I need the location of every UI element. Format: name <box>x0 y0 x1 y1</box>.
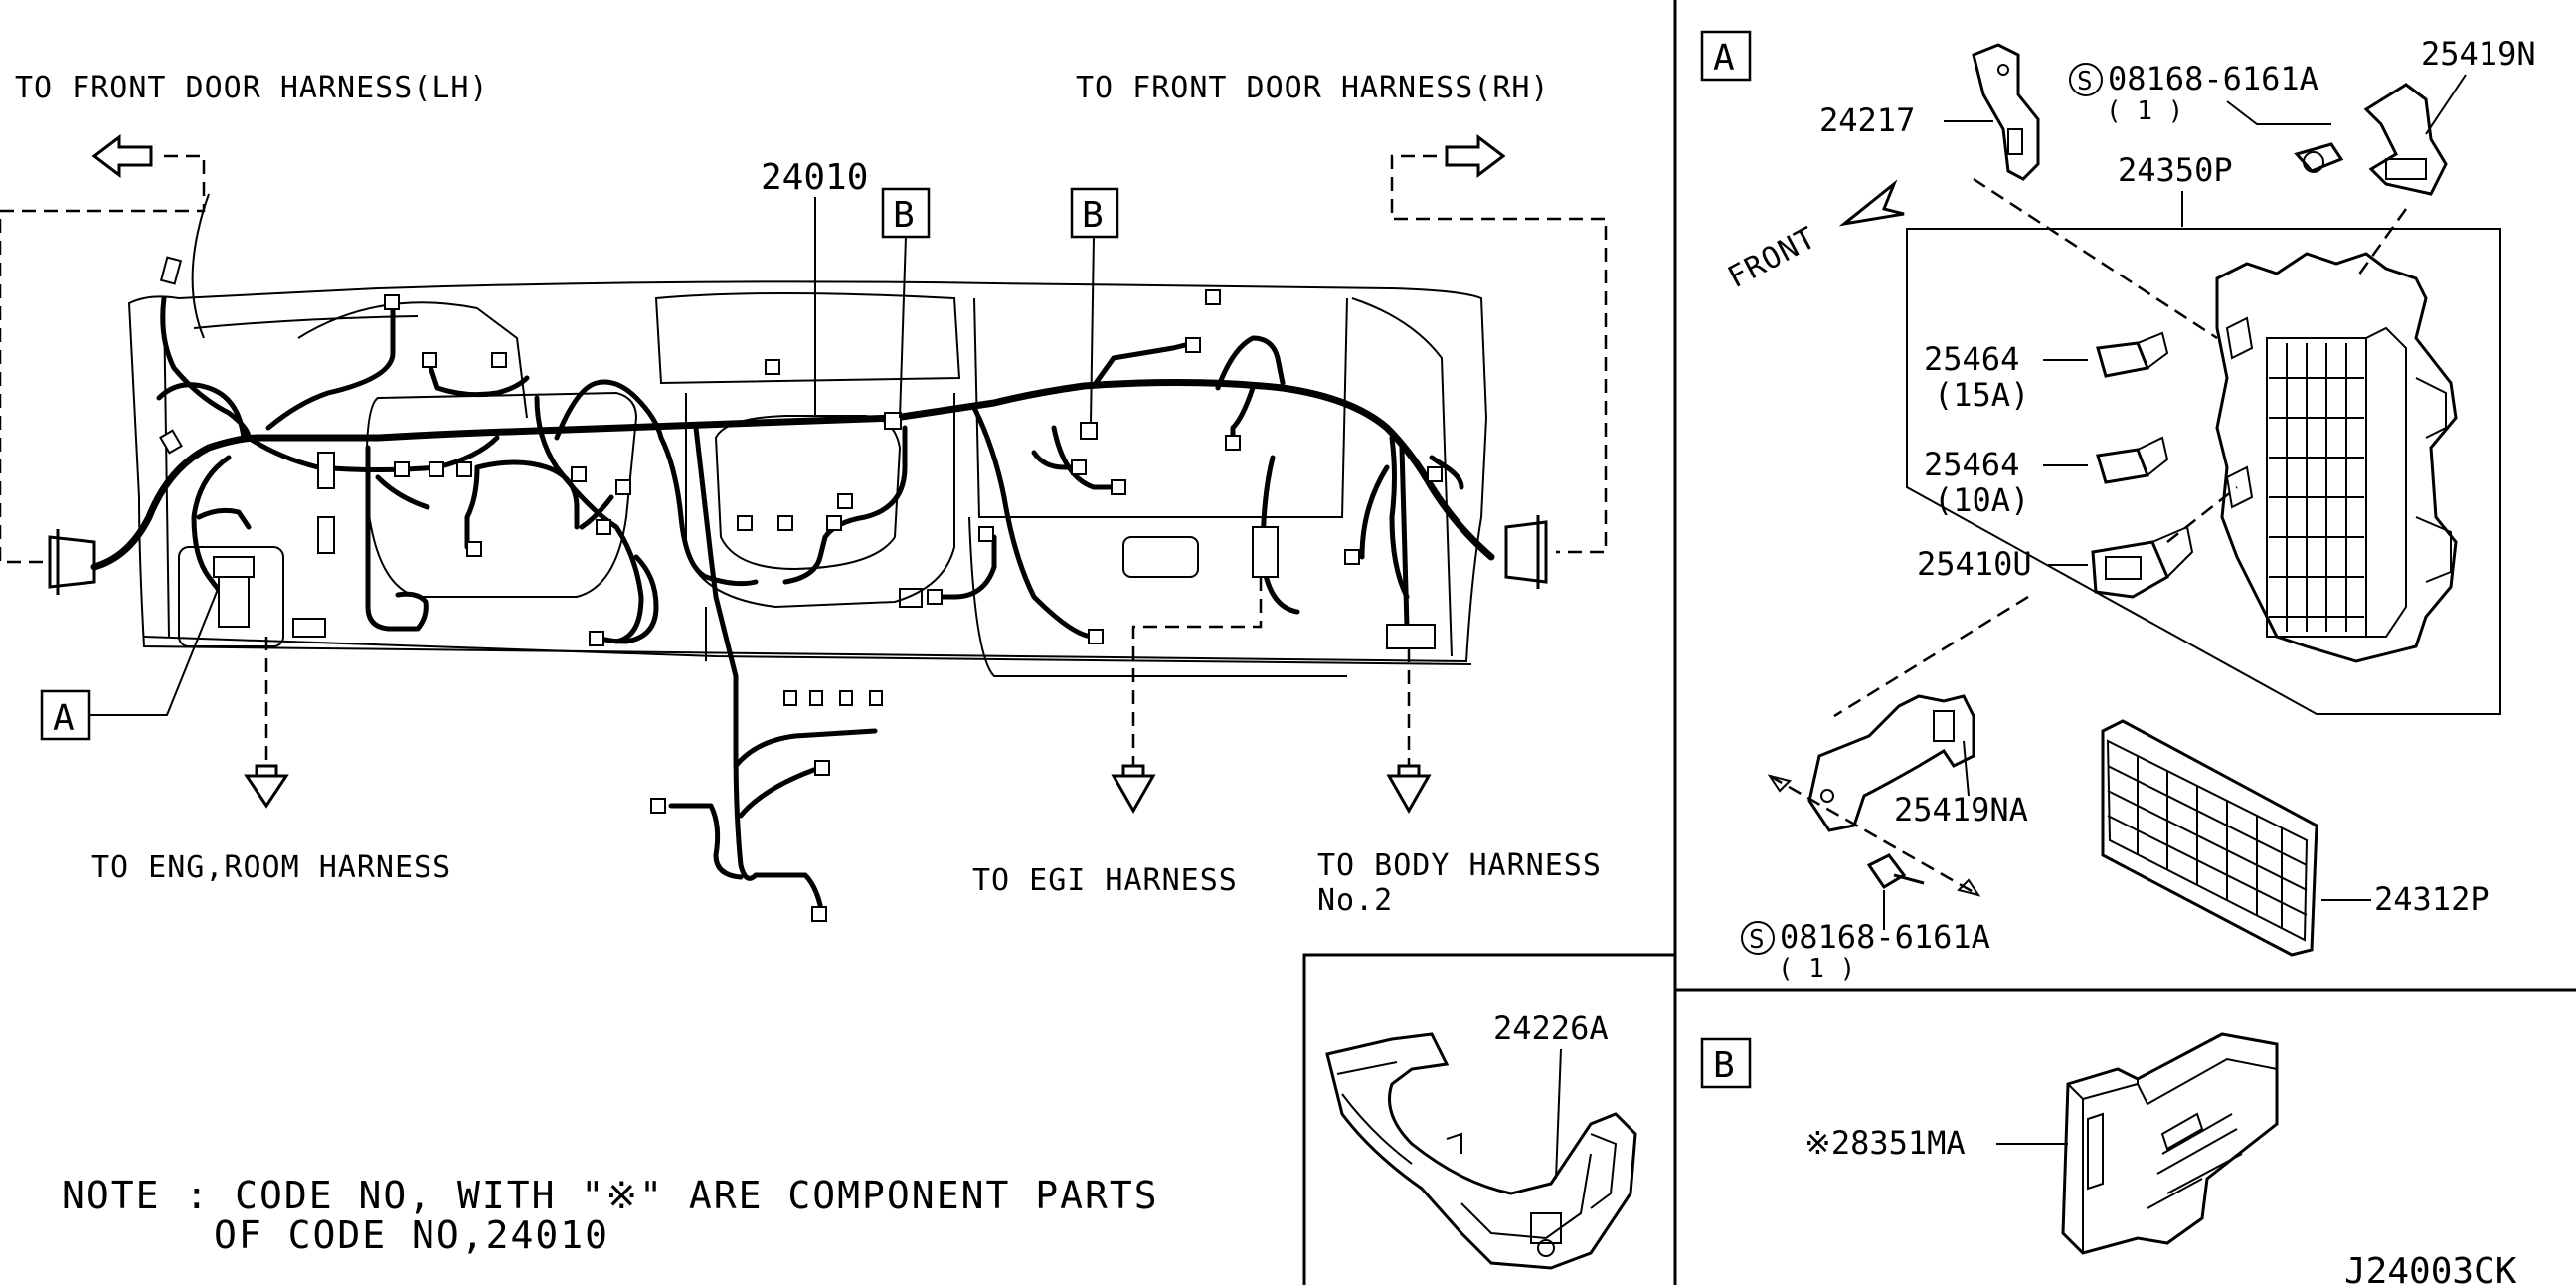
callout-a: A <box>40 586 220 741</box>
callout-b-right: B <box>1070 187 1119 424</box>
relay-28351MA <box>2061 1032 2279 1255</box>
bolt-top-symbol: S <box>2077 67 2093 96</box>
label-24217: 24217 <box>1819 101 1915 139</box>
label-eng-room: TO ENG,ROOM HARNESS <box>91 850 451 885</box>
label-body-harness: TO BODY HARNESS <box>1317 848 1602 883</box>
label-25419N: 25419N <box>2421 35 2536 73</box>
rh-door-connector <box>1504 515 1548 589</box>
note-line-2: OF CODE NO,24010 <box>214 1213 609 1257</box>
label-bolt-bottom-qty: ( 1 ) <box>1778 954 1855 984</box>
label-24010: 24010 <box>761 157 868 198</box>
instrument-panel-outline <box>127 193 1488 677</box>
detail-b-panel: B ※28351MA <box>1700 1032 2279 1255</box>
label-28351MA: ※28351MA <box>1804 1124 1966 1162</box>
label-fuse-10a: 25464 <box>1924 446 2019 483</box>
label-sheet-24312P <box>2101 719 2318 957</box>
label-fuse-15a: 25464 <box>1924 340 2019 378</box>
label-24312P: 24312P <box>2374 880 2490 918</box>
label-front-door-rh: TO FRONT DOOR HARNESS(RH) <box>1076 71 1550 105</box>
label-fuse-10a-rating: (10A) <box>1934 481 2029 519</box>
fuse-block-24350P <box>2215 252 2458 663</box>
label-body-harness-no2: No.2 <box>1317 883 1393 918</box>
detail-a-panel: A FRONT 24217 S 08168-6161A ( 1 ) 25419N… <box>1700 30 2536 984</box>
label-fuse-15a-rating: (15A) <box>1934 376 2029 414</box>
harness-wires <box>90 295 1495 908</box>
front-label: FRONT <box>1722 220 1822 295</box>
lh-door-connector <box>48 529 96 595</box>
label-front-door-lh: TO FRONT DOOR HARNESS(LH) <box>15 71 489 105</box>
detail-a-title: A <box>1713 38 1735 79</box>
label-bolt-top: 08168-6161A <box>2108 60 2318 97</box>
label-24226A: 24226A <box>1493 1010 1609 1047</box>
egi-arrow <box>1111 577 1263 815</box>
svg-text:B: B <box>893 195 915 236</box>
harness-connectors <box>159 256 1443 922</box>
svg-text:B: B <box>1082 195 1104 236</box>
rh-door-arrow <box>1390 133 1608 554</box>
detail-b-title: B <box>1713 1045 1735 1086</box>
eng-room-arrow <box>244 637 289 809</box>
label-bolt-top-qty: ( 1 ) <box>2106 96 2183 126</box>
label-25410U: 25410U <box>1917 545 2032 583</box>
svg-text:A: A <box>53 698 75 739</box>
clip-detail: 24226A <box>1325 1010 1637 1270</box>
note-line-1: NOTE : CODE NO, WITH "※" ARE COMPONENT P… <box>62 1174 1159 1217</box>
body-harness-arrow <box>1386 648 1432 815</box>
lh-door-arrow <box>0 133 206 564</box>
label-25419NA: 25419NA <box>1894 791 2028 828</box>
label-24350P: 24350P <box>2118 151 2233 189</box>
panel-dividers <box>1302 0 2576 1285</box>
label-egi: TO EGI HARNESS <box>972 863 1238 898</box>
bolt-bottom-symbol: S <box>1749 925 1765 955</box>
diagram-id: J24003CK <box>2344 1251 2517 1285</box>
callout-b-left: B <box>881 187 931 419</box>
